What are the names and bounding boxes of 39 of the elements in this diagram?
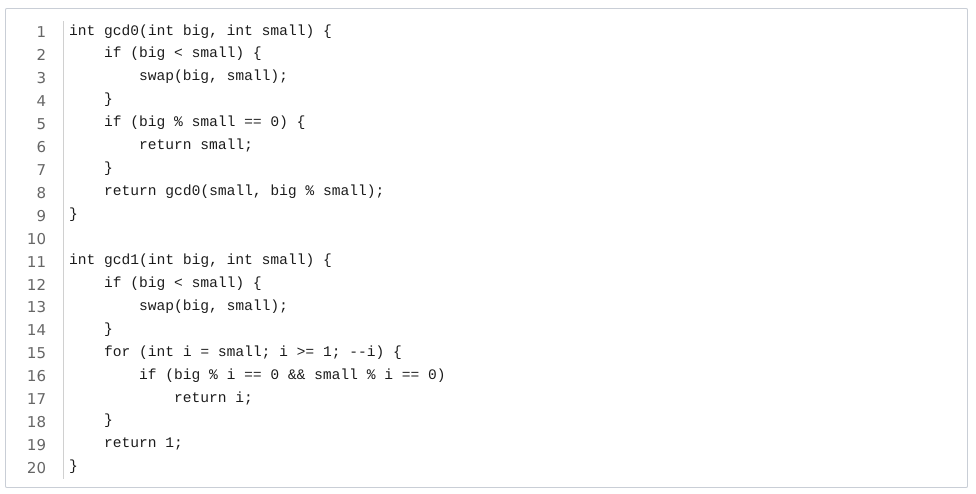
code-line: } xyxy=(69,206,78,226)
line-number: 16 xyxy=(26,366,46,388)
code-line: if (big < small) { xyxy=(104,45,262,64)
line-number: 15 xyxy=(26,343,46,364)
line-number: 9 xyxy=(35,206,46,227)
code-line: swap(big, small); xyxy=(139,298,288,317)
line-number: 5 xyxy=(35,114,46,135)
line-number: 11 xyxy=(26,252,46,273)
line-number: 3 xyxy=(35,68,46,90)
code-line: } xyxy=(104,160,113,180)
code-line: return i; xyxy=(174,390,253,409)
code-line: if (big % i == 0 && small % i == 0) xyxy=(139,366,446,386)
line-number: 6 xyxy=(35,136,46,158)
line-number: 4 xyxy=(35,91,46,112)
code-line: swap(big, small); xyxy=(139,68,288,88)
code-line: } xyxy=(69,458,78,478)
line-number: 14 xyxy=(26,320,46,342)
code-line: int gcd0(int big, int small) { xyxy=(69,22,332,42)
line-number: 19 xyxy=(26,435,46,456)
line-number: 18 xyxy=(26,412,46,434)
line-number: 7 xyxy=(35,160,46,181)
line-number: 10 xyxy=(26,228,46,250)
code-line: if (big < small) { xyxy=(104,274,262,294)
code-line: } xyxy=(104,91,113,110)
code-line: return small; xyxy=(139,137,253,156)
code-line: for (int i = small; i >= 1; --i) { xyxy=(104,344,402,363)
code-line: return gcd0(small, big % small); xyxy=(104,183,384,202)
code-line: int gcd1(int big, int small) { xyxy=(69,252,332,271)
code-line: return 1; xyxy=(104,435,183,454)
line-number: 2 xyxy=(35,45,46,66)
code-line: if (big % small == 0) { xyxy=(104,114,306,134)
line-number: 1 xyxy=(35,22,46,44)
line-number: 17 xyxy=(26,389,46,410)
line-number: 13 xyxy=(26,297,46,318)
code-line: } xyxy=(104,320,113,340)
line-number: 20 xyxy=(26,458,46,480)
code-line: } xyxy=(104,412,113,432)
line-number: 8 xyxy=(35,182,46,204)
line-number: 12 xyxy=(26,274,46,296)
